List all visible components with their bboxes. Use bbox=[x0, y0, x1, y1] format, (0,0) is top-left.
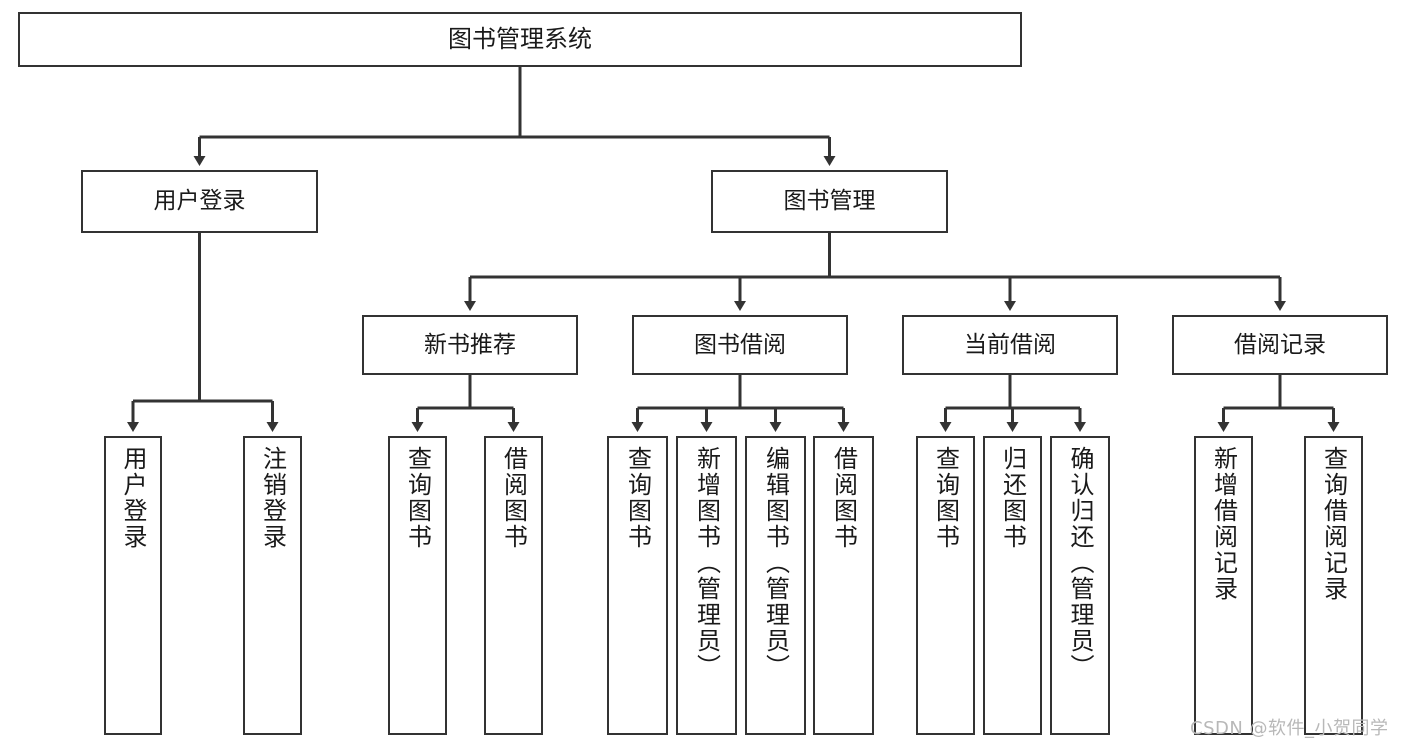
node-level3-2-label: 当前借阅 bbox=[964, 331, 1056, 358]
node-leaf-4-label: 查询图书 bbox=[623, 446, 652, 550]
node-leaf-8-label: 查询图书 bbox=[931, 446, 960, 550]
node-level3-1: 图书借阅 bbox=[632, 315, 848, 375]
node-leaf-11: 新增借阅记录 bbox=[1194, 436, 1253, 735]
node-leaf-9: 归还图书 bbox=[983, 436, 1042, 735]
node-leaf-2: 查询图书 bbox=[388, 436, 447, 735]
csdn-watermark: CSDN @软件_小贺同学 bbox=[1190, 718, 1389, 739]
node-leaf-7: 借阅图书 bbox=[813, 436, 874, 735]
node-level3-3-label: 借阅记录 bbox=[1234, 331, 1326, 358]
node-leaf-0-label: 用户登录 bbox=[119, 446, 147, 550]
node-level2-1: 图书管理 bbox=[711, 170, 948, 233]
node-leaf-10-label: 确认归还（管理员） bbox=[1066, 446, 1094, 680]
node-leaf-5-label: 新增图书（管理员） bbox=[692, 446, 721, 680]
node-leaf-7-label: 借阅图书 bbox=[829, 446, 858, 550]
node-leaf-6-label: 编辑图书（管理员） bbox=[761, 446, 790, 680]
node-leaf-3-label: 借阅图书 bbox=[499, 446, 528, 550]
node-level3-3: 借阅记录 bbox=[1172, 315, 1388, 375]
node-level3-1-label: 图书借阅 bbox=[694, 331, 786, 358]
node-leaf-0: 用户登录 bbox=[104, 436, 162, 735]
node-leaf-12-label: 查询借阅记录 bbox=[1319, 446, 1348, 602]
node-leaf-3: 借阅图书 bbox=[484, 436, 543, 735]
node-level3-2: 当前借阅 bbox=[902, 315, 1118, 375]
node-leaf-10: 确认归还（管理员） bbox=[1050, 436, 1110, 735]
node-level2-0: 用户登录 bbox=[81, 170, 318, 233]
node-level2-0-label: 用户登录 bbox=[153, 188, 246, 215]
node-level3-0: 新书推荐 bbox=[362, 315, 578, 375]
node-leaf-5: 新增图书（管理员） bbox=[676, 436, 737, 735]
node-level2-1-label: 图书管理 bbox=[783, 188, 876, 215]
node-leaf-12: 查询借阅记录 bbox=[1304, 436, 1363, 735]
node-leaf-2-label: 查询图书 bbox=[403, 446, 432, 550]
node-leaf-1-label: 注销登录 bbox=[258, 446, 287, 550]
node-leaf-9-label: 归还图书 bbox=[998, 446, 1027, 550]
node-leaf-4: 查询图书 bbox=[607, 436, 668, 735]
node-root-label: 图书管理系统 bbox=[448, 24, 592, 53]
node-leaf-1: 注销登录 bbox=[243, 436, 302, 735]
node-root: 图书管理系统 bbox=[18, 12, 1022, 67]
node-leaf-11-label: 新增借阅记录 bbox=[1209, 446, 1238, 602]
node-leaf-8: 查询图书 bbox=[916, 436, 975, 735]
node-level3-0-label: 新书推荐 bbox=[424, 331, 516, 358]
node-leaf-6: 编辑图书（管理员） bbox=[745, 436, 806, 735]
